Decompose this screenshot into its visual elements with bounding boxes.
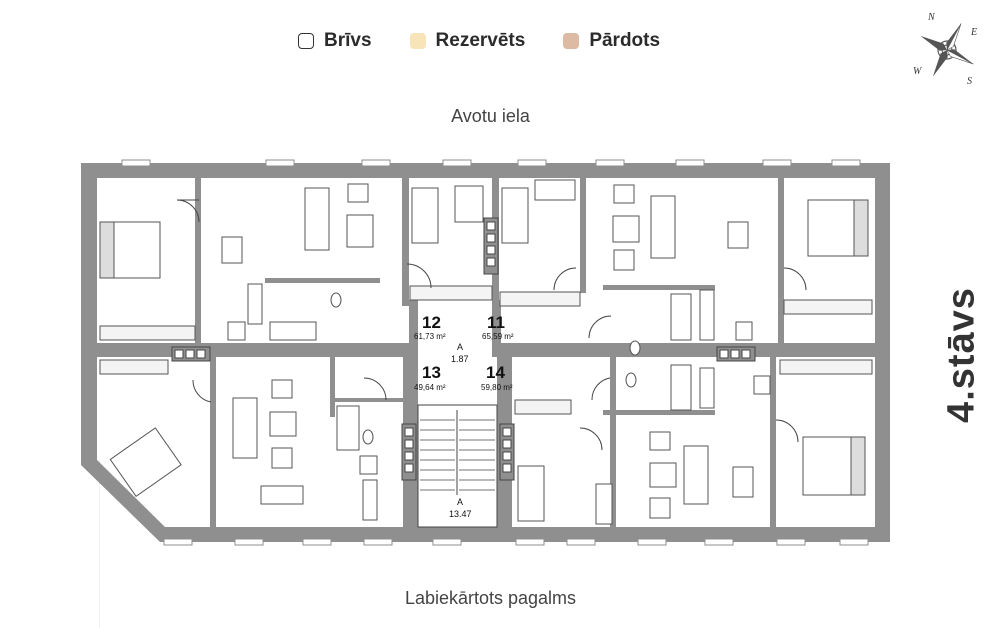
- common-area-2-size: 13.47: [449, 509, 472, 519]
- legend-label-sold: Pārdots: [589, 30, 661, 51]
- compass-w: W: [913, 66, 923, 77]
- apartment-12-number: 12: [422, 313, 441, 332]
- apartment-14-area: 59,80 m²: [481, 383, 513, 392]
- legend-item-free[interactable]: Brīvs: [298, 30, 372, 52]
- common-area-1-size: 1.87: [451, 354, 469, 364]
- apartment-11[interactable]: [499, 178, 875, 343]
- apartment-11-number: 11: [487, 313, 505, 332]
- apartment-14[interactable]: [512, 357, 875, 527]
- compass-s: S: [967, 76, 972, 87]
- ventilation-shafts: [171, 217, 756, 481]
- divider-line: [99, 460, 100, 628]
- legend-label-free: Brīvs: [324, 30, 372, 51]
- stairwell: [417, 404, 498, 528]
- apartment-13[interactable]: [97, 357, 403, 527]
- status-legend: Brīvs Rezervēts Pārdots: [298, 30, 698, 52]
- doors: [176, 199, 807, 451]
- apartment-12[interactable]: [97, 178, 409, 343]
- legend-label-reserved: Rezervēts: [435, 30, 526, 51]
- common-area-2-letter: A: [457, 497, 463, 507]
- windows-top: [121, 159, 861, 167]
- apartment-13-area: 49,64 m²: [414, 383, 446, 392]
- legend-item-sold[interactable]: Pārdots: [563, 30, 660, 52]
- street-label-bottom: Labiekārtots pagalms: [404, 588, 577, 608]
- legend-item-reserved[interactable]: Rezervēts: [409, 30, 526, 52]
- legend-swatch-reserved: [409, 33, 426, 49]
- legend-swatch-sold: [563, 33, 580, 49]
- apartment-14-number: 14: [486, 363, 505, 382]
- legend-swatch-free: [298, 33, 314, 49]
- furniture: [99, 179, 873, 525]
- windows-bottom: [163, 538, 869, 546]
- compass-icon: N E S W: [913, 12, 977, 87]
- street-label-top: Avotu iela: [451, 106, 530, 126]
- apartment-11-area: 65,59 m²: [482, 332, 514, 341]
- compass-n: N: [927, 12, 936, 23]
- compass-e: E: [970, 27, 977, 38]
- apartment-13-number: 13: [422, 363, 441, 382]
- apartment-12-area: 61,73 m²: [414, 332, 446, 341]
- common-area-1-letter: A: [457, 342, 463, 352]
- apartment-labels: 12 61,73 m² 11 65,59 m² 13 49,64 m² 14 5…: [414, 313, 514, 519]
